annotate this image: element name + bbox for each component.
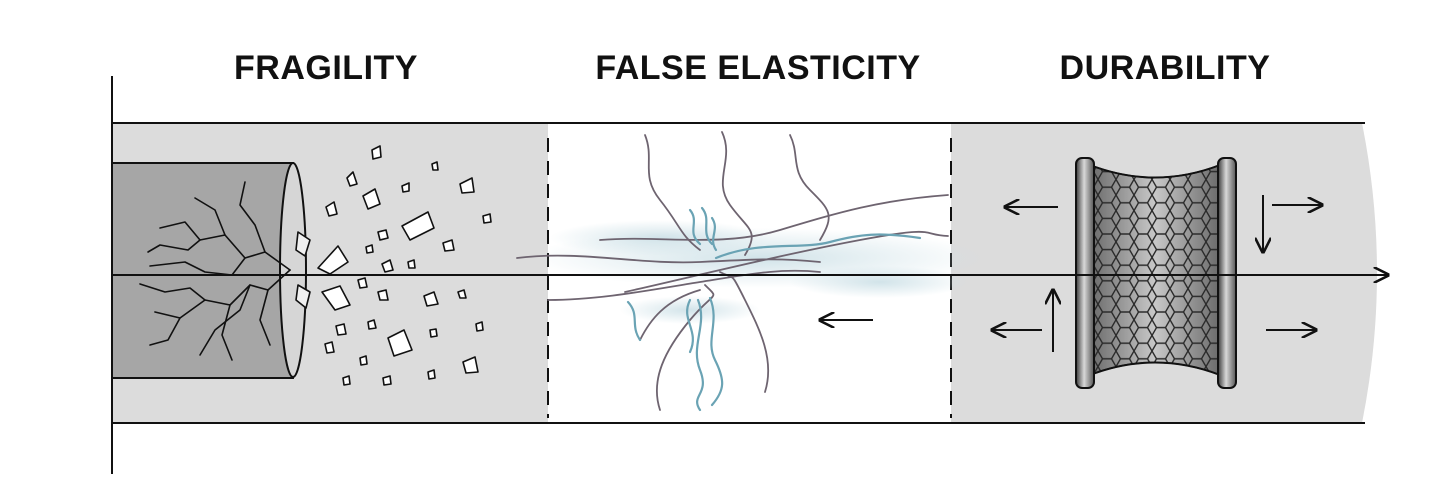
frayed-fiber-icon <box>516 131 990 412</box>
mesh-cylinder-icon <box>1075 157 1237 389</box>
band-borders <box>112 122 1365 424</box>
cracked-cylinder-icon <box>111 162 311 379</box>
force-arrows <box>992 195 1322 352</box>
panel-title-fragility: FRAGILITY <box>234 49 418 87</box>
panel-title-durability: DURABILITY <box>1060 49 1271 87</box>
panel-title-false-elasticity: FALSE ELASTICITY <box>595 49 920 87</box>
shard-debris-icon <box>317 145 492 386</box>
